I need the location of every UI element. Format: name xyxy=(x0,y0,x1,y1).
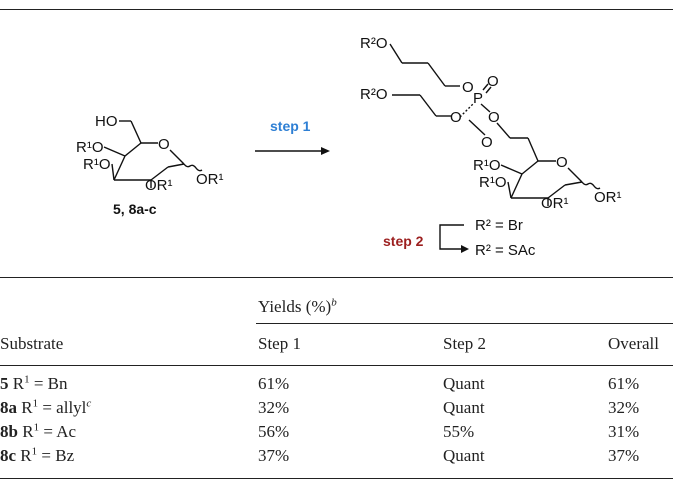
overall-cell: 31% xyxy=(608,422,640,441)
overall-cell: 61% xyxy=(608,374,640,393)
step1-arrow-group: step 1 xyxy=(255,118,330,155)
atom-or1-c2: OR¹ xyxy=(145,177,173,194)
atom-p: P xyxy=(473,90,483,107)
step2-condition-sac: R² = SAc xyxy=(475,242,536,259)
atom-product-r1o-lower: R¹O xyxy=(479,174,507,191)
col-header-substrate: Substrate xyxy=(0,334,64,353)
atom-product-r1o-upper: R¹O xyxy=(473,157,501,174)
scheme-table-divider xyxy=(0,277,673,278)
atom-phosphate-o-left: O xyxy=(450,109,462,126)
atom-phosphate-o-double: O xyxy=(487,73,499,90)
atom-phosphate-o-right: O xyxy=(488,109,500,126)
yields-group-header: Yields (%)b xyxy=(258,296,337,316)
substrate-cell: 8b R1 = Ac xyxy=(0,421,77,441)
atom-r1o-upper: R¹O xyxy=(76,139,104,156)
step1-cell: 56% xyxy=(258,422,290,441)
substrate-cell: 8a R1 = allylc xyxy=(0,397,92,417)
step2-cell: Quant xyxy=(443,398,485,417)
step2-condition-br: R² = Br xyxy=(475,217,523,234)
atom-r1o-lower: R¹O xyxy=(83,156,111,173)
reaction-scheme: HO O R¹O R¹O OR¹ OR¹ 5, 8a-c step 1 xyxy=(76,35,622,259)
step2-cell: Quant xyxy=(443,446,485,465)
product-structure: R²O R²O O P O O O O O xyxy=(360,35,622,212)
atom-product-ring-o: O xyxy=(556,154,568,171)
atom-product-or1-anomeric: OR¹ xyxy=(594,189,622,206)
step1-cell: 32% xyxy=(258,398,290,417)
yields-group-underline xyxy=(256,323,673,324)
step1-cell: 37% xyxy=(258,446,290,465)
atom-ho: HO xyxy=(95,113,118,130)
step1-label: step 1 xyxy=(270,118,311,134)
atom-ring-o: O xyxy=(158,136,170,153)
starting-material-label: 5, 8a-c xyxy=(113,201,157,217)
atom-or1-anomeric: OR¹ xyxy=(196,171,224,188)
col-header-step2: Step 2 xyxy=(443,334,486,353)
atom-glyco-o6: O xyxy=(481,134,493,151)
step1-cell: 61% xyxy=(258,374,290,393)
substrate-cell: 5 R1 = Bn xyxy=(0,373,68,393)
substrate-cell: 8c R1 = Bz xyxy=(0,445,75,465)
step2-cell: 55% xyxy=(443,422,475,441)
header-bottom-rule xyxy=(0,365,673,366)
bottom-rule xyxy=(0,478,673,479)
col-header-step1: Step 1 xyxy=(258,334,301,353)
step2-cell: Quant xyxy=(443,374,485,393)
step2-group: step 2 R² = Br R² = SAc xyxy=(383,217,536,259)
col-header-overall: Overall xyxy=(608,334,659,353)
atom-phosphate-o-top: O xyxy=(462,79,474,96)
atom-r2o-top: R²O xyxy=(360,35,388,52)
overall-cell: 32% xyxy=(608,398,640,417)
step2-label: step 2 xyxy=(383,233,424,249)
top-rule xyxy=(0,9,673,10)
overall-cell: 37% xyxy=(608,446,640,465)
starting-material-structure: HO O R¹O R¹O OR¹ OR¹ 5, 8a-c xyxy=(76,113,224,217)
atom-r2o-mid: R²O xyxy=(360,86,388,103)
atom-product-or1-c2: OR¹ xyxy=(541,195,569,212)
